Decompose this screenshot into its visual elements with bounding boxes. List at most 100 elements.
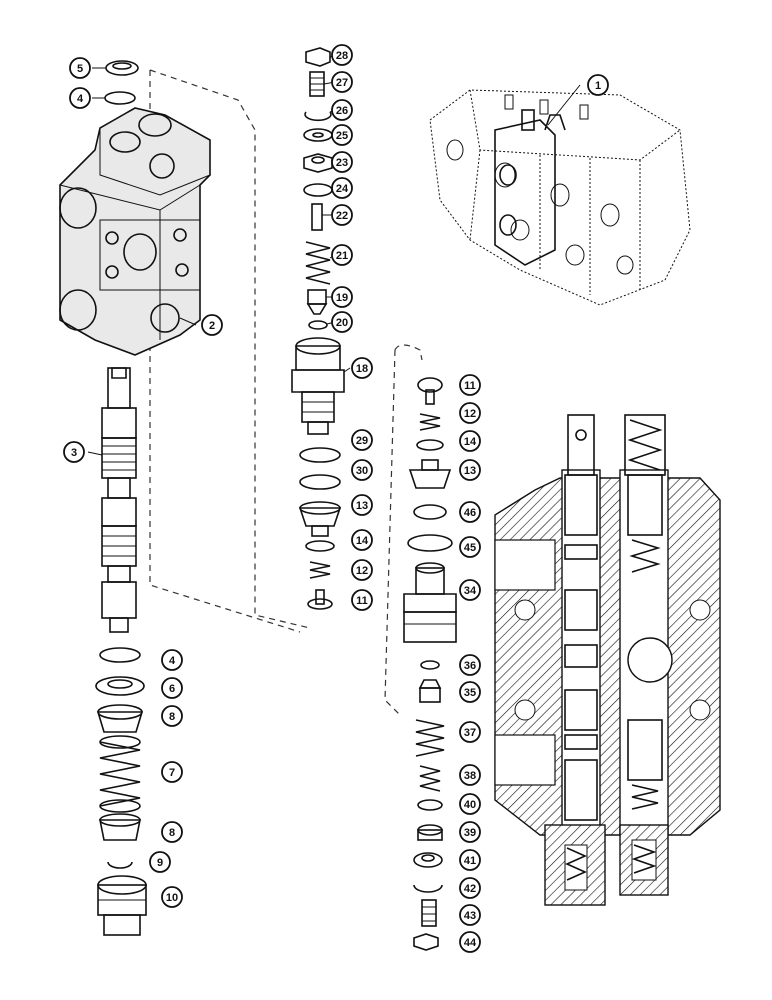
snap-ring-42 — [413, 884, 443, 893]
end-cap-10 — [97, 875, 147, 936]
callout-circle — [351, 429, 373, 451]
callout-36: 36 — [459, 654, 481, 676]
callout-circle — [331, 44, 353, 66]
callout-circle — [331, 99, 353, 121]
callout-number: 4 — [169, 655, 176, 667]
nut-28 — [305, 47, 331, 67]
callout-41: 41 — [459, 849, 481, 871]
callout-9: 9 — [149, 851, 171, 873]
nut-44 — [413, 933, 439, 951]
callout-circle — [331, 177, 353, 199]
callout-circle — [459, 793, 481, 815]
callout-10: 10 — [161, 886, 183, 908]
callout-13: 13 — [459, 459, 481, 481]
callout-circle — [161, 705, 183, 727]
callout-20: 20 — [331, 311, 353, 333]
callout-circle — [459, 721, 481, 743]
assembly-guide-left — [149, 69, 311, 633]
callout-circle — [331, 204, 353, 226]
callout-number: 9 — [157, 857, 163, 869]
assembly-guide-right — [384, 344, 423, 716]
relief-valve-body-18 — [291, 337, 345, 435]
check-plug-13-right — [408, 459, 452, 489]
callout-number: 11 — [356, 595, 368, 607]
callout-number: 12 — [356, 565, 368, 577]
callout-number: 37 — [464, 727, 476, 739]
callout-22: 22 — [331, 204, 353, 226]
callout-number: 22 — [336, 210, 348, 222]
callout-circle — [459, 654, 481, 676]
callout-number: 43 — [464, 910, 476, 922]
o-ring-45 — [407, 534, 453, 552]
callout-4: 4 — [161, 649, 183, 671]
centering-spring-7 — [99, 735, 141, 813]
callout-25: 25 — [331, 124, 353, 146]
seal-5 — [105, 60, 139, 76]
o-ring-24 — [303, 183, 333, 197]
spring-seat-41 — [413, 852, 443, 868]
washer-25 — [303, 128, 333, 142]
callout-2: 2 — [201, 314, 223, 336]
callout-number: 46 — [464, 507, 476, 519]
callout-35: 35 — [459, 681, 481, 703]
callout-27: 27 — [331, 71, 353, 93]
o-ring-40 — [417, 799, 443, 811]
callout-circle — [331, 71, 353, 93]
callout-12: 12 — [459, 402, 481, 424]
callout-14: 14 — [351, 529, 373, 551]
callout-34: 34 — [459, 579, 481, 601]
callout-number: 8 — [169, 827, 175, 839]
callout-circle — [351, 357, 373, 379]
callout-14: 14 — [459, 430, 481, 452]
poppet-35 — [418, 679, 442, 703]
callout-21: 21 — [331, 244, 353, 266]
poppet-11-middle — [307, 589, 333, 610]
spool — [101, 367, 137, 633]
callout-number: 27 — [336, 77, 348, 89]
o-ring-14-middle — [305, 540, 335, 552]
callout-44: 44 — [459, 931, 481, 953]
callout-circle — [331, 286, 353, 308]
callout-1: 1 — [587, 74, 609, 96]
callout-group: 1234456788910111112121313141418192021222… — [63, 44, 609, 953]
callout-42: 42 — [459, 877, 481, 899]
callout-6: 6 — [161, 677, 183, 699]
callout-13: 13 — [351, 494, 373, 516]
callout-circle — [69, 57, 91, 79]
spring-cup-8-upper — [96, 704, 144, 733]
adjusting-screw-27 — [309, 71, 325, 97]
callout-number: 5 — [77, 63, 83, 75]
callout-number: 20 — [336, 317, 348, 329]
o-ring-14-right — [416, 439, 444, 451]
callout-circle — [149, 851, 171, 873]
callout-number: 30 — [356, 465, 368, 477]
callout-37: 37 — [459, 721, 481, 743]
callout-circle — [351, 529, 373, 551]
adjusting-screw-43 — [421, 899, 437, 927]
callout-circle — [459, 402, 481, 424]
callout-8: 8 — [161, 705, 183, 727]
callout-circle — [351, 589, 373, 611]
callout-number: 42 — [464, 883, 476, 895]
callout-number: 18 — [356, 363, 368, 375]
callout-number: 26 — [336, 105, 348, 117]
relief-valve-body-34 — [403, 562, 457, 643]
snap-ring-26 — [304, 111, 332, 122]
callout-18: 18 — [351, 357, 373, 379]
poppet-19 — [306, 289, 328, 315]
callout-number: 24 — [336, 183, 349, 195]
callout-28: 28 — [331, 44, 353, 66]
callout-circle — [351, 494, 373, 516]
callout-43: 43 — [459, 904, 481, 926]
o-ring-4-lower — [99, 647, 141, 663]
callout-number: 4 — [77, 93, 84, 105]
callout-8: 8 — [161, 821, 183, 843]
callout-circle — [459, 764, 481, 786]
callout-39: 39 — [459, 821, 481, 843]
callout-number: 34 — [464, 585, 477, 597]
callout-circle — [459, 904, 481, 926]
callout-circle — [459, 374, 481, 396]
callout-circle — [161, 677, 183, 699]
callout-circle — [69, 87, 91, 109]
